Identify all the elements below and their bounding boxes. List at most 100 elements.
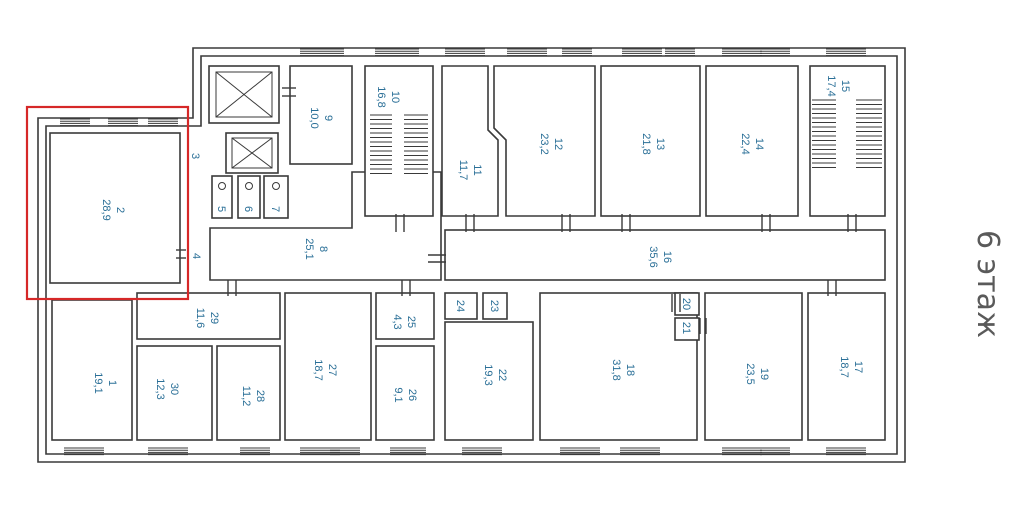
- room-label-21: 21: [680, 322, 692, 334]
- room-area: 23,2: [538, 133, 550, 154]
- room-area: 16,8: [375, 86, 387, 107]
- room-area: 22,4: [739, 133, 751, 154]
- room-label-3: 3: [189, 153, 201, 159]
- room-label-7: 7: [269, 206, 281, 212]
- room-number: 20: [680, 298, 692, 310]
- toilet-fixtures: [218, 182, 280, 190]
- room-2-box: [49, 132, 181, 284]
- room-area: 10,0: [308, 107, 320, 128]
- room-area: 18,7: [312, 359, 324, 380]
- room-number: 28: [254, 390, 266, 402]
- room-23-box: [482, 292, 508, 320]
- room-label-6: 6: [242, 206, 254, 212]
- room-number: 16: [661, 251, 673, 263]
- room-number: 24: [454, 300, 466, 312]
- room-number: 17: [852, 361, 864, 373]
- room-area: 23,5: [744, 363, 756, 384]
- room-9-box: [289, 65, 353, 165]
- room-label-23: 23: [488, 300, 500, 312]
- room-area: 17,4: [825, 75, 837, 96]
- room-area: 18,7: [838, 356, 850, 377]
- staircases: [370, 99, 882, 174]
- room-number: 4: [190, 253, 202, 259]
- room-number: 30: [168, 383, 180, 395]
- room-number: 8: [317, 246, 329, 252]
- room-28-box: [216, 345, 281, 441]
- room-18-box: [539, 292, 698, 441]
- room-12-box: [493, 65, 596, 217]
- room-number: 18: [624, 364, 636, 376]
- room-number: 1: [106, 380, 118, 386]
- room-number: 29: [208, 312, 220, 324]
- room-area: 19,1: [92, 372, 104, 393]
- room-21-box: [674, 317, 700, 341]
- room-number: 27: [326, 364, 338, 376]
- room-label-9: 910,0: [308, 107, 334, 128]
- room-14-box: [705, 65, 799, 217]
- room-29-box: [136, 292, 281, 340]
- room-11-box: [441, 65, 499, 217]
- room-area: 12,3: [154, 378, 166, 399]
- room-area: 35,6: [647, 246, 659, 267]
- room-number: 5: [215, 206, 227, 212]
- room-label-20: 20: [680, 298, 692, 310]
- room-area: 4,3: [391, 314, 403, 329]
- room-number: 22: [496, 369, 508, 381]
- room-number: 12: [552, 138, 564, 150]
- room-label-2: 228,9: [100, 199, 126, 220]
- room-6-box: [237, 175, 261, 219]
- room-10-box: [364, 65, 434, 217]
- room-16-box: [444, 229, 886, 281]
- outer-walls: [37, 47, 906, 463]
- room-area: 11,7: [457, 160, 469, 181]
- room-17-box: [807, 292, 886, 441]
- room-area: 9,1: [392, 387, 404, 402]
- room-number: 21: [680, 322, 692, 334]
- room-20-box: [674, 292, 700, 316]
- room-number: 9: [322, 115, 334, 121]
- room-label-26: 269,1: [392, 387, 418, 402]
- room-number: 2: [114, 207, 126, 213]
- room-13-box: [600, 65, 701, 217]
- room-label-24: 24: [454, 300, 466, 312]
- room-1-box: [51, 299, 133, 441]
- room-area: 28,9: [100, 199, 112, 220]
- room-label-5: 5: [215, 206, 227, 212]
- room-19-box: [704, 292, 803, 441]
- highlight-room-2: [25, 105, 190, 301]
- room-22-box: [444, 321, 534, 441]
- room-26-box: [375, 345, 435, 441]
- room-number: 7: [269, 206, 281, 212]
- room-number: 14: [753, 138, 765, 150]
- windows: [60, 48, 866, 456]
- room-number: 15: [839, 80, 851, 92]
- room-number: 6: [242, 206, 254, 212]
- room-label-8: 825,1: [303, 238, 329, 259]
- room-27-box: [284, 292, 372, 441]
- room-area: 19,3: [482, 364, 494, 385]
- room-number: 19: [758, 368, 770, 380]
- room-5-box: [211, 175, 233, 219]
- room-area: 25,1: [303, 238, 315, 259]
- room-number: 10: [389, 91, 401, 103]
- room-area: 11,6: [194, 308, 206, 329]
- room-24-box: [444, 292, 478, 320]
- room-number: 25: [405, 316, 417, 328]
